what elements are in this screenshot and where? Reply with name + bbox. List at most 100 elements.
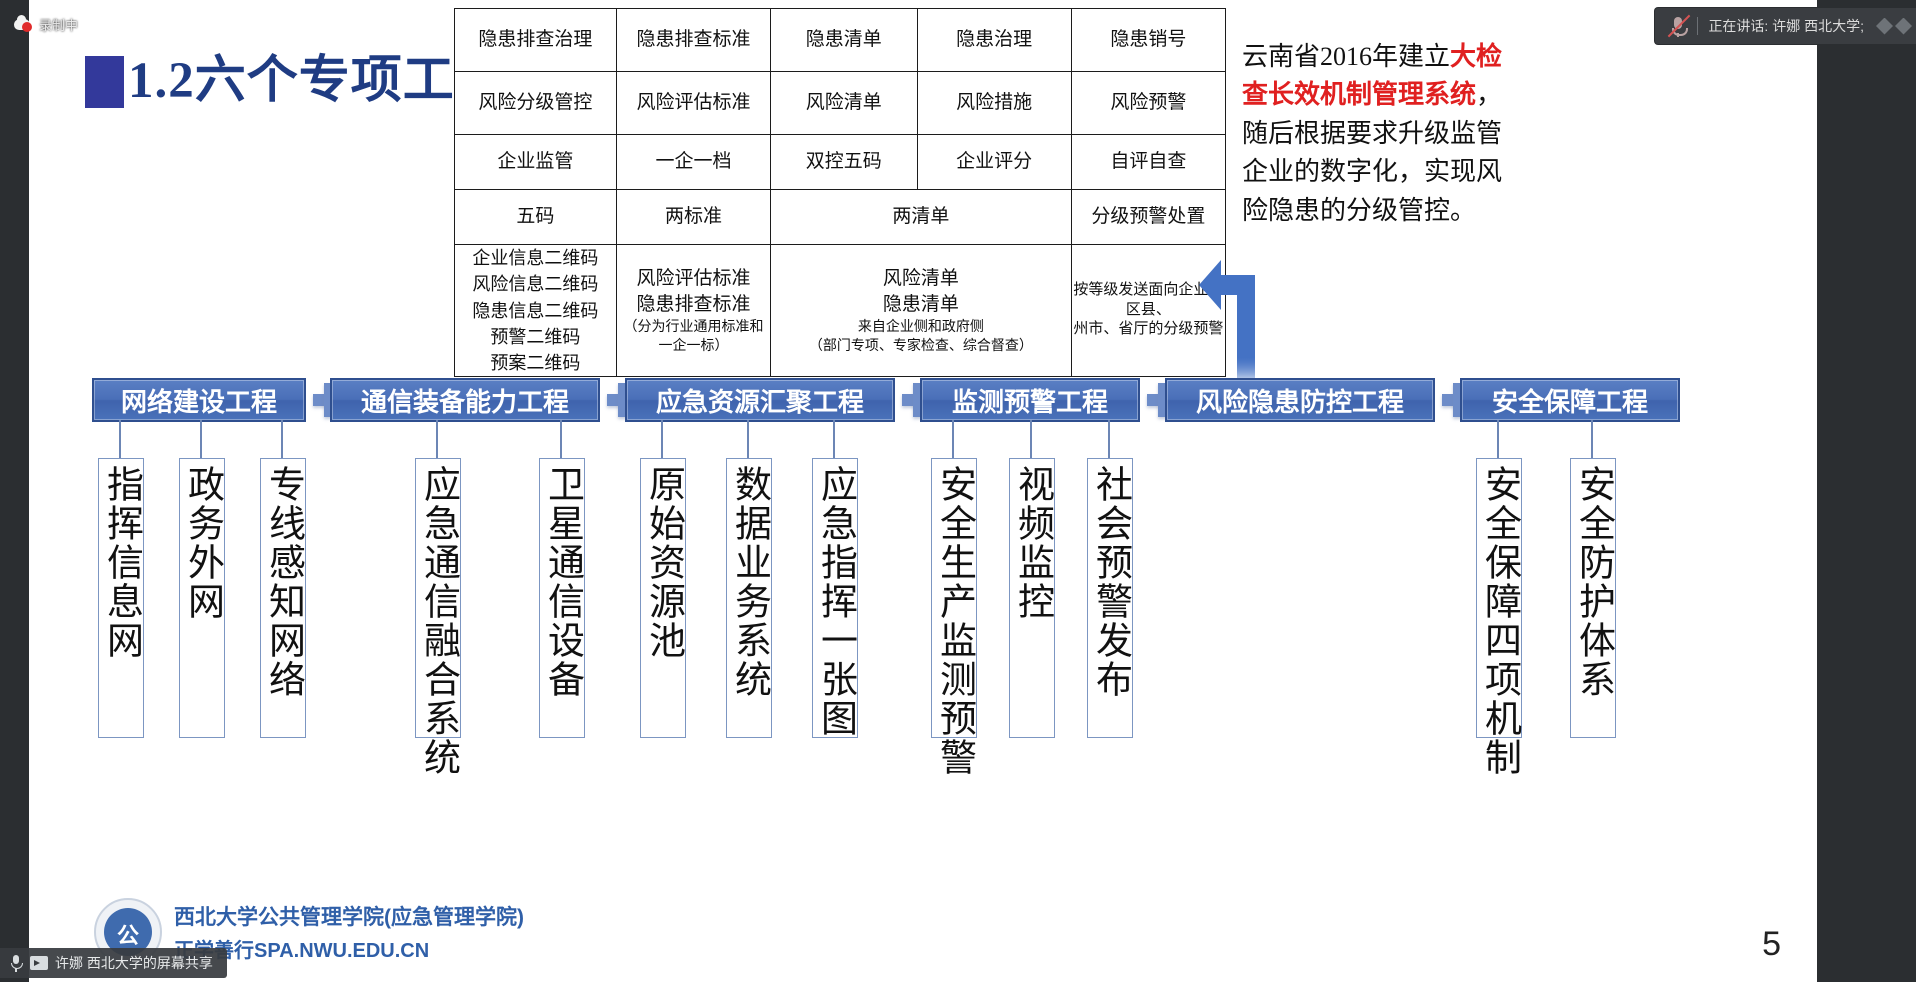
leaf-label: 视频监控 [1011,465,1053,621]
leaf-box[interactable]: 安全保障四项机制 [1476,458,1522,777]
connector [436,420,438,460]
pipeline-label-5[interactable]: 风险隐患防控工程 [1165,378,1435,422]
leaf-box[interactable]: 安全防护体系 [1570,458,1616,738]
pipeline-label-1[interactable]: 网络建设工程 [92,378,306,422]
note-part2: ，随后根据要求升级监管企业的数字化，实现风险隐患的分级管控。 [1242,80,1503,225]
table-cell: 一企一档 [615,134,772,190]
leaf-box[interactable]: 原始资源池 [640,458,686,738]
lists-sub: 来自企业侧和政府侧 （部门专项、专家检查、综合督查） [808,320,1033,354]
pipeline-label-4[interactable]: 监测预警工程 [920,378,1140,422]
side-note-paragraph: 云南省2016年建立大检查长效机制管理系统，随后根据要求升级监管企业的数字化，实… [1242,38,1510,230]
elbow-arrow-icon [1199,260,1255,382]
pipeline-row: 网络建设工程 通信装备能力工程 应急资源汇聚工程 监测预警工程 风险隐患防控工程 [74,378,1817,422]
pipeline-item-2[interactable]: 通信装备能力工程 [330,378,648,422]
pipeline-label-6[interactable]: 安全保障工程 [1460,378,1680,422]
standards-main: 风险评估标准 隐患排查标准 [636,267,751,316]
table-cell: 风险措施 [916,71,1072,135]
leaf-box[interactable]: 专线感知网络 [260,458,306,738]
table-cell: 风险评估标准 [615,71,772,135]
leaf-box[interactable]: 安全生产监测预警 [931,458,977,777]
page-title: 1.2六个专项工程 [128,53,507,109]
nwu-seal-icon [94,898,162,966]
chevrons-icon[interactable] [1876,17,1912,35]
footer-brand: 西北大学公共管理学院(应急管理学院) 正学善行SPA.NWU.EDU.CN [94,898,524,966]
footer-line-1: 西北大学公共管理学院(应急管理学院) [174,906,524,929]
recording-label: 录制中 [39,18,79,33]
connector [1591,420,1593,460]
slide-page-number: 5 [1762,925,1781,963]
leaf-label: 政务外网 [181,465,223,621]
shared-screen-slide: 1.2六个专项工程 隐患排查治理 隐患排查标准 隐患清单 隐患治理 隐患销号 风… [29,0,1817,982]
leaf-label: 专线感知网络 [262,465,304,699]
table-cell: 隐患排查标准 [615,8,772,72]
connector [200,420,202,460]
table-cell: 风险清单 [770,71,918,135]
codes-text: 企业信息二维码 风险信息二维码 隐患信息二维码 预警二维码 预案二维码 [472,248,599,374]
table-cell: 隐患销号 [1070,8,1227,72]
warning-text: 按等级发送面向企业、区县、 州市、省厅的分级预警 [1073,282,1224,338]
pipeline-label-3[interactable]: 应急资源汇聚工程 [625,378,895,422]
table-cell: 双控五码 [770,134,918,190]
table-cell: 风险分级管控 [454,71,617,135]
table-cell: 分级预警处置 [1070,189,1227,245]
divider [1697,17,1699,35]
connector [119,420,121,460]
active-speaker-label: 正在讲话: 许娜 西北大学; [1708,18,1864,34]
mic-icon [8,954,24,972]
leaf-box[interactable]: 数据业务系统 [726,458,772,738]
pipeline-item-3[interactable]: 应急资源汇聚工程 [625,378,943,422]
table-cell-codes: 企业信息二维码 风险信息二维码 隐患信息二维码 预警二维码 预案二维码 [454,243,617,378]
table-cell-standards: 风险评估标准 隐患排查标准 （分为行业通用标准和一企一标） [615,243,772,378]
pipeline-item-4[interactable]: 监测预警工程 [920,378,1188,422]
title-accent-square [85,56,124,108]
recording-icon [14,14,34,33]
table-row: 五码 两标准 两清单 分级预警处置 [454,189,1227,245]
table-cell: 企业监管 [454,134,617,190]
table-cell: 隐患排查治理 [454,8,617,72]
mic-muted-icon[interactable] [1665,13,1691,39]
pipeline-item-1[interactable]: 网络建设工程 [92,378,354,422]
leaf-label: 指挥信息网 [100,465,142,660]
leaf-box[interactable]: 政务外网 [179,458,225,738]
active-speaker-bar[interactable]: 正在讲话: 许娜 西北大学; [1655,8,1916,44]
table-cell: 企业评分 [916,134,1072,190]
leaf-label: 安全生产监测预警 [933,465,975,777]
recording-indicator[interactable]: 录制中 [14,14,79,34]
leaf-box[interactable]: 卫星通信设备 [539,458,585,738]
leaf-label: 应急指挥一张图 [814,465,856,738]
table-cell: 隐患清单 [770,8,918,72]
connector [1030,420,1032,460]
table-cell: 两标准 [615,189,772,245]
leaf-label: 卫星通信设备 [541,465,583,699]
connector [747,420,749,460]
table-cell: 五码 [454,189,617,245]
pipeline-item-5[interactable]: 风险隐患防控工程 [1165,378,1483,422]
connector [661,420,663,460]
standards-sub: （分为行业通用标准和一企一标） [623,320,764,354]
screen-share-label: 许娜 西北大学的屏幕共享 [55,955,213,971]
screen-share-icon [30,956,48,970]
pipeline-label-2[interactable]: 通信装备能力工程 [330,378,600,422]
note-highlight: 大检查长效机制管理系统 [1242,42,1503,110]
pipeline-item-6[interactable]: 安全保障工程 [1460,378,1680,422]
table-cell: 隐患治理 [916,8,1072,72]
leaf-box[interactable]: 社会预警发布 [1087,458,1133,738]
leaf-box[interactable]: 应急通信融合系统 [415,458,461,777]
leaf-box[interactable]: 应急指挥一张图 [812,458,858,738]
table-row: 风险分级管控 风险评估标准 风险清单 风险措施 风险预警 [454,71,1227,135]
leaf-box[interactable]: 指挥信息网 [98,458,144,738]
table-cell-lists: 风险清单 隐患清单 来自企业侧和政府侧 （部门专项、专家检查、综合督查） [770,243,1072,378]
connector [281,420,283,460]
connector [1108,420,1110,460]
leaf-box[interactable]: 视频监控 [1009,458,1055,738]
risk-matrix-table: 隐患排查治理 隐患排查标准 隐患清单 隐患治理 隐患销号 风险分级管控 风险评估… [454,8,1227,378]
leaf-label: 安全保障四项机制 [1478,465,1520,777]
lists-main: 风险清单 隐患清单 [882,267,959,316]
leaf-label: 社会预警发布 [1089,465,1131,699]
leaf-boxes-layer: 指挥信息网 政务外网 专线感知网络 应急通信融合系统 卫星通信设备 原始资源池 … [29,0,1817,982]
table-cell: 两清单 [770,189,1072,245]
table-cell: 自评自查 [1070,134,1227,190]
screen-share-status-pill[interactable]: 许娜 西北大学的屏幕共享 [0,948,227,978]
leaf-label: 原始资源池 [642,465,684,660]
